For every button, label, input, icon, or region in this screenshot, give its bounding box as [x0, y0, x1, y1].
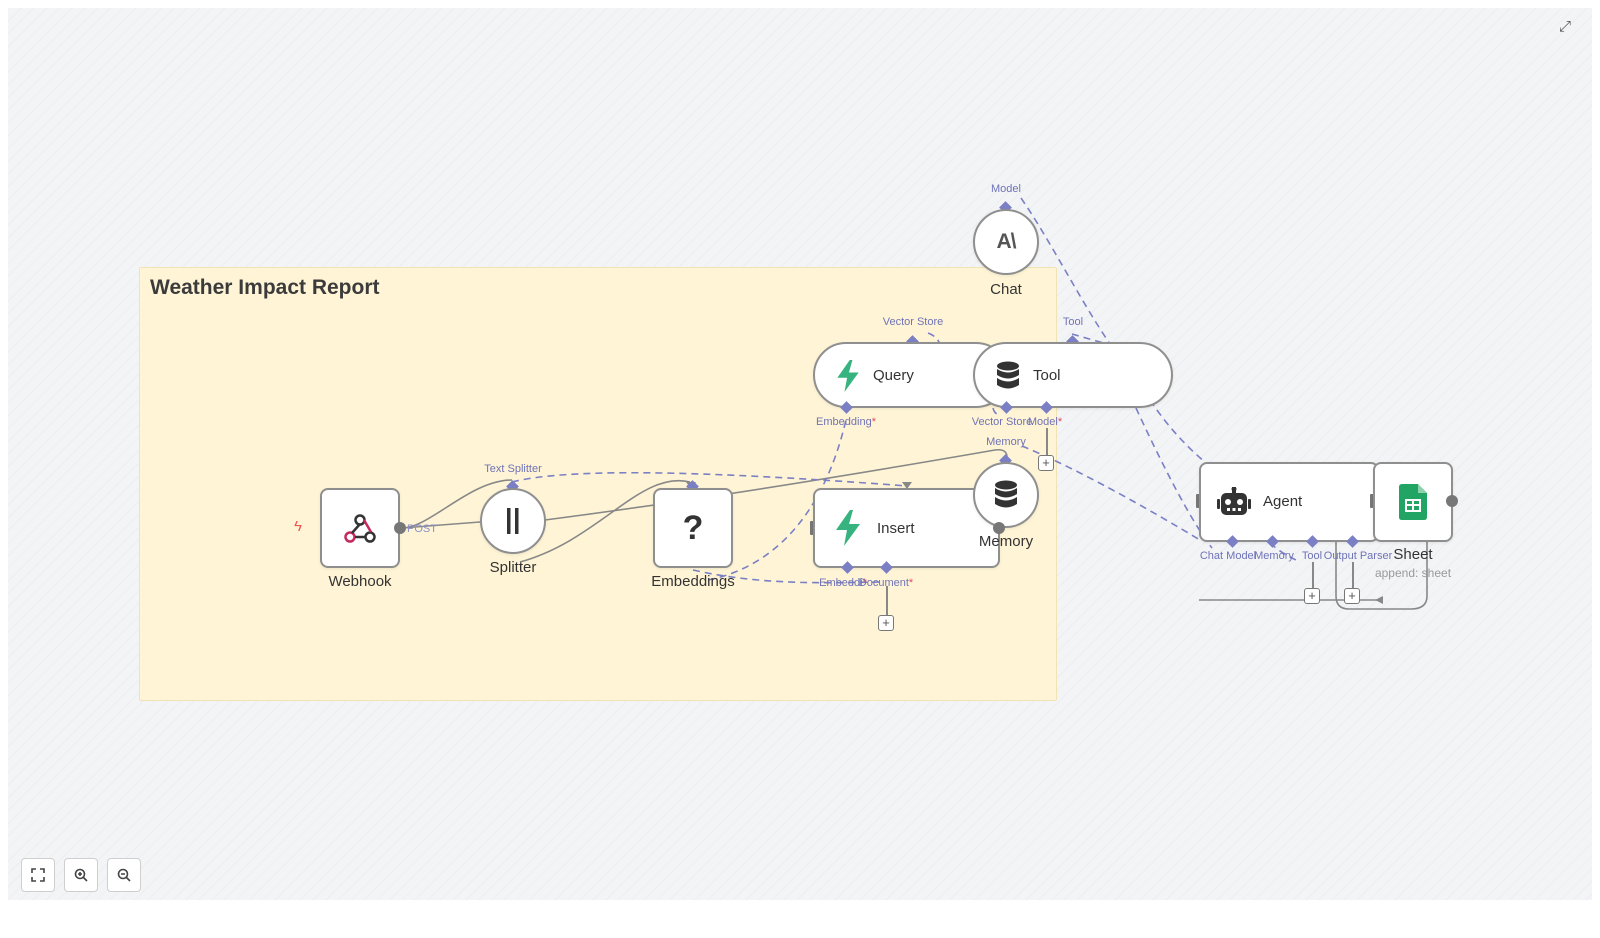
port-label: Document* — [858, 577, 914, 589]
zoom-in-icon — [74, 868, 88, 882]
connector-line — [886, 586, 888, 616]
expand-icon[interactable]: ⤢ — [1558, 18, 1571, 35]
memory-node[interactable] — [973, 462, 1039, 528]
node-label: Agent — [1263, 493, 1303, 510]
port-label: Model* — [1027, 416, 1063, 428]
add-model-button[interactable]: + — [1038, 455, 1054, 471]
port-label: Text Splitter — [484, 463, 542, 475]
output-label: POST — [407, 523, 437, 535]
agent-node[interactable]: Agent — [1199, 462, 1379, 542]
port-label: Tool — [1301, 550, 1323, 562]
splitter-icon — [482, 490, 544, 552]
node-label: Insert — [877, 520, 915, 537]
question-icon: ? — [682, 508, 704, 547]
connector-line — [1312, 562, 1314, 588]
node-label: Memory — [978, 533, 1034, 550]
sticky-note[interactable]: Weather Impact Report — [139, 267, 1057, 701]
port-label: Vector Store — [971, 416, 1033, 428]
node-label: Splitter — [489, 559, 537, 576]
port-label: Model — [991, 183, 1021, 195]
node-label: Embeddings — [651, 573, 735, 590]
fit-view-button[interactable] — [21, 858, 55, 892]
add-tool-button[interactable]: + — [1304, 588, 1320, 604]
add-document-button[interactable]: + — [878, 615, 894, 631]
port-label: Embeddi* — [819, 577, 867, 589]
zoom-in-button[interactable] — [64, 858, 98, 892]
database-icon — [975, 464, 1037, 526]
port-label: Memory — [1254, 550, 1294, 562]
node-subtitle: append: sheet — [1374, 566, 1452, 580]
connector-line — [1352, 562, 1354, 588]
webhook-node[interactable] — [320, 488, 400, 568]
port-label: Vector Store — [882, 316, 944, 328]
fit-view-icon — [31, 868, 45, 882]
output-handle[interactable] — [993, 522, 1005, 534]
trigger-bolt-icon: ϟ — [294, 518, 302, 535]
robot-icon — [1215, 483, 1253, 521]
port-label: Embedding* — [816, 416, 876, 428]
webhook-icon — [322, 490, 398, 566]
node-label: Webhook — [328, 573, 392, 590]
port-label: Output Parser — [1323, 550, 1393, 562]
port-label: Chat Model — [1199, 550, 1257, 562]
database-icon — [991, 357, 1025, 395]
embeddings-node[interactable]: ? — [653, 488, 733, 568]
port-label: Tool — [1062, 316, 1084, 328]
port-label: Memory — [986, 436, 1026, 448]
output-handle[interactable] — [1446, 495, 1458, 507]
anthropic-icon: A\ — [996, 230, 1017, 253]
sticky-title: Weather Impact Report — [150, 276, 380, 299]
bolt-icon — [829, 508, 867, 548]
zoom-out-button[interactable] — [107, 858, 141, 892]
node-label: Sheet — [1393, 546, 1433, 563]
insert-node[interactable]: Insert — [813, 488, 1000, 568]
bolt-icon — [831, 357, 865, 395]
output-handle[interactable] — [394, 522, 406, 534]
tool-node[interactable]: Tool — [973, 342, 1173, 408]
chat-node[interactable]: A\ — [973, 209, 1039, 275]
node-label: Tool — [1033, 367, 1061, 384]
node-label: Chat — [990, 281, 1022, 298]
sheets-icon — [1375, 464, 1451, 540]
splitter-node[interactable] — [480, 488, 546, 554]
zoom-out-icon — [117, 868, 131, 882]
add-output-parser-button[interactable]: + — [1344, 588, 1360, 604]
node-label: Query — [873, 367, 914, 384]
connector-line — [1046, 428, 1048, 460]
zoom-controls — [21, 858, 141, 892]
sheet-node[interactable] — [1373, 462, 1453, 542]
